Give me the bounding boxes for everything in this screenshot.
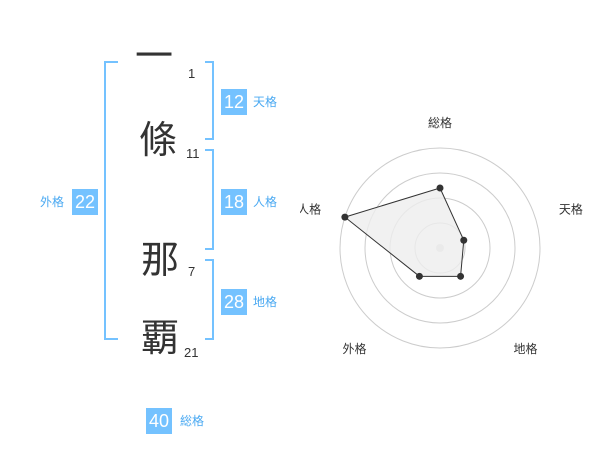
soukaku-value-badge: 40	[146, 408, 172, 434]
radar-axis-label: 天格	[559, 201, 583, 216]
stroke-count-3: 7	[188, 264, 196, 279]
gaikaku-value-badge: 22	[72, 189, 98, 215]
tenkaku-bracket	[205, 61, 214, 140]
radar-axis-label: 総格	[428, 115, 452, 130]
chikaku-bracket	[205, 259, 214, 340]
stroke-count-2: 11	[186, 146, 200, 161]
tenkaku-value-badge: 12	[221, 89, 247, 115]
jinkaku-value-badge: 18	[221, 189, 247, 215]
chikaku-label: 地格	[253, 295, 278, 309]
radar-data-polygon	[343, 187, 465, 277]
radar-point-2	[460, 236, 468, 244]
stroke-count-4: 21	[184, 345, 199, 360]
radar-point-5	[341, 213, 349, 221]
name-char-1: 一	[134, 34, 173, 78]
name-char-3: 那	[140, 238, 179, 282]
radar-axis-label: 外格	[343, 341, 367, 356]
radar-point-4	[415, 272, 423, 280]
jinkaku-label: 人格	[253, 195, 278, 209]
radar-axis-label: 人格	[300, 201, 321, 216]
radar-point-1	[436, 184, 444, 192]
name-char-2: 條	[138, 118, 177, 162]
tenkaku-label: 天格	[253, 95, 278, 109]
jinkaku-bracket	[205, 149, 214, 250]
chikaku-value-badge: 28	[221, 289, 247, 315]
gaikaku-bracket	[104, 61, 118, 340]
gaikaku-label: 外格	[40, 195, 65, 209]
radar-axis-label: 地格	[513, 341, 537, 356]
soukaku-label: 総格	[180, 414, 205, 428]
name-char-4: 覇	[140, 316, 179, 360]
radar-grid-ring	[364, 172, 516, 324]
radar-grid-ring	[339, 147, 541, 349]
stroke-count-1: 1	[188, 66, 196, 81]
radar-point-3	[457, 272, 465, 280]
